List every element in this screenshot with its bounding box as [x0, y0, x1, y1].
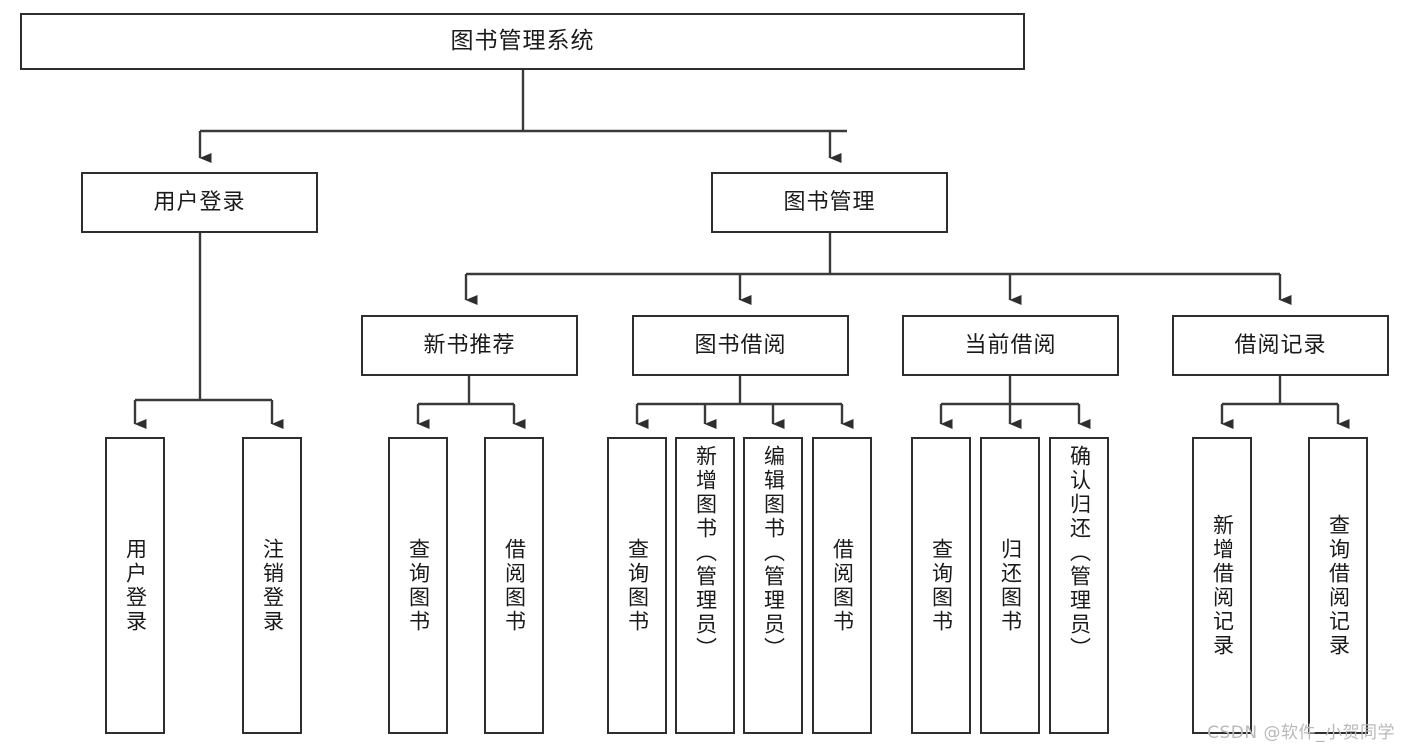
node-label: 用户登录	[153, 189, 246, 215]
node-label: 借阅记录	[1234, 332, 1327, 358]
node-current-borrow[interactable]: 当前借阅	[902, 315, 1119, 376]
leaf-query-book-current[interactable]: 查询图书	[911, 437, 971, 734]
leaf-return-book[interactable]: 归还图书	[980, 437, 1040, 734]
node-label: 查询图书	[929, 537, 954, 634]
leaf-query-book-recommend[interactable]: 查询图书	[388, 437, 448, 734]
node-label: 用户登录	[123, 537, 148, 634]
node-label: 新增图书（管理员）	[693, 445, 718, 661]
node-label: 当前借阅	[964, 332, 1057, 358]
leaf-borrow-book-recommend[interactable]: 借阅图书	[484, 437, 544, 734]
node-label: 注销登录	[260, 537, 285, 634]
node-label: 新增借阅记录	[1210, 513, 1235, 658]
leaf-add-book-admin[interactable]: 新增图书（管理员）	[675, 437, 735, 734]
leaf-query-borrow-record[interactable]: 查询借阅记录	[1308, 437, 1368, 734]
leaf-logout[interactable]: 注销登录	[242, 437, 302, 734]
node-label: 图书管理	[783, 189, 876, 215]
node-label: 确认归还（管理员）	[1067, 445, 1092, 661]
node-label: 编辑图书（管理员）	[761, 445, 786, 661]
leaf-edit-book-admin[interactable]: 编辑图书（管理员）	[743, 437, 803, 734]
node-root-book-management-system[interactable]: 图书管理系统	[20, 13, 1025, 70]
leaf-add-borrow-record[interactable]: 新增借阅记录	[1192, 437, 1252, 734]
node-label: 借阅图书	[830, 537, 855, 634]
leaf-confirm-return-admin[interactable]: 确认归还（管理员）	[1049, 437, 1109, 734]
leaf-user-login[interactable]: 用户登录	[105, 437, 165, 734]
node-label: 图书管理系统	[450, 27, 595, 54]
node-borrow-record[interactable]: 借阅记录	[1172, 315, 1389, 376]
leaf-borrow-book[interactable]: 借阅图书	[812, 437, 872, 734]
node-label: 借阅图书	[502, 537, 527, 634]
node-book-borrow[interactable]: 图书借阅	[632, 315, 849, 376]
node-label: 归还图书	[998, 537, 1023, 634]
node-user-login[interactable]: 用户登录	[81, 172, 318, 233]
node-book-management[interactable]: 图书管理	[711, 172, 948, 233]
leaf-query-book-borrow[interactable]: 查询图书	[607, 437, 667, 734]
node-label: 图书借阅	[694, 332, 787, 358]
node-label: 查询图书	[406, 537, 431, 634]
node-new-book-recommend[interactable]: 新书推荐	[361, 315, 578, 376]
node-label: 新书推荐	[423, 332, 516, 358]
node-label: 查询借阅记录	[1326, 513, 1351, 658]
watermark-text: CSDN @软件_小贺同学	[1207, 723, 1395, 743]
node-label: 查询图书	[625, 537, 650, 634]
